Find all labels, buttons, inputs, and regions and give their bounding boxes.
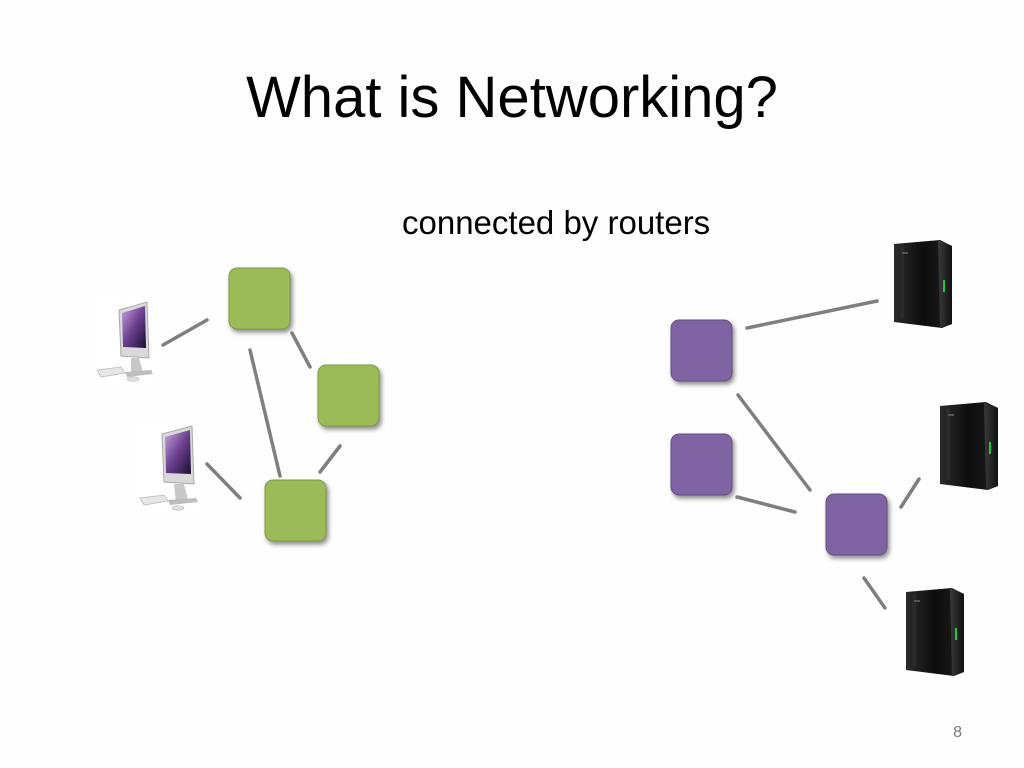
purple-router-middle	[670, 433, 733, 496]
server-icon	[894, 240, 952, 328]
link-green-right-green-bottom	[318, 444, 342, 474]
purple-router-top	[670, 319, 733, 382]
slide-subtitle: connected by routers	[402, 204, 711, 241]
page-number: 8	[953, 724, 962, 741]
server-middle	[940, 402, 998, 490]
link-computer-top-green-top	[161, 318, 209, 347]
computer-top	[95, 300, 157, 382]
slide-title: What is Networking?	[246, 65, 778, 130]
server-icon	[940, 402, 998, 490]
link-green-top-green-right	[290, 331, 312, 369]
link-computer-bottom-green-bottom	[205, 462, 242, 500]
link-purple-top-server-top	[745, 299, 879, 330]
green-router-bottom	[264, 479, 327, 542]
right-network-links	[735, 299, 921, 610]
link-purple-hub-server-middle	[899, 477, 921, 509]
server-icon	[906, 588, 964, 676]
server-bottom	[906, 588, 964, 676]
green-router-right	[317, 364, 380, 427]
link-purple-top-purple-hub	[736, 393, 812, 492]
computer-bottom	[138, 424, 200, 512]
purple-router-hub	[825, 493, 888, 556]
link-green-top-green-bottom	[248, 348, 282, 478]
green-router-top	[228, 267, 291, 330]
left-network-links	[161, 318, 342, 500]
link-purple-middle-purple-hub	[735, 495, 797, 514]
purple-routers	[670, 319, 888, 556]
green-routers	[228, 267, 380, 542]
link-purple-hub-server-bottom	[862, 576, 887, 610]
server-top	[894, 240, 952, 328]
